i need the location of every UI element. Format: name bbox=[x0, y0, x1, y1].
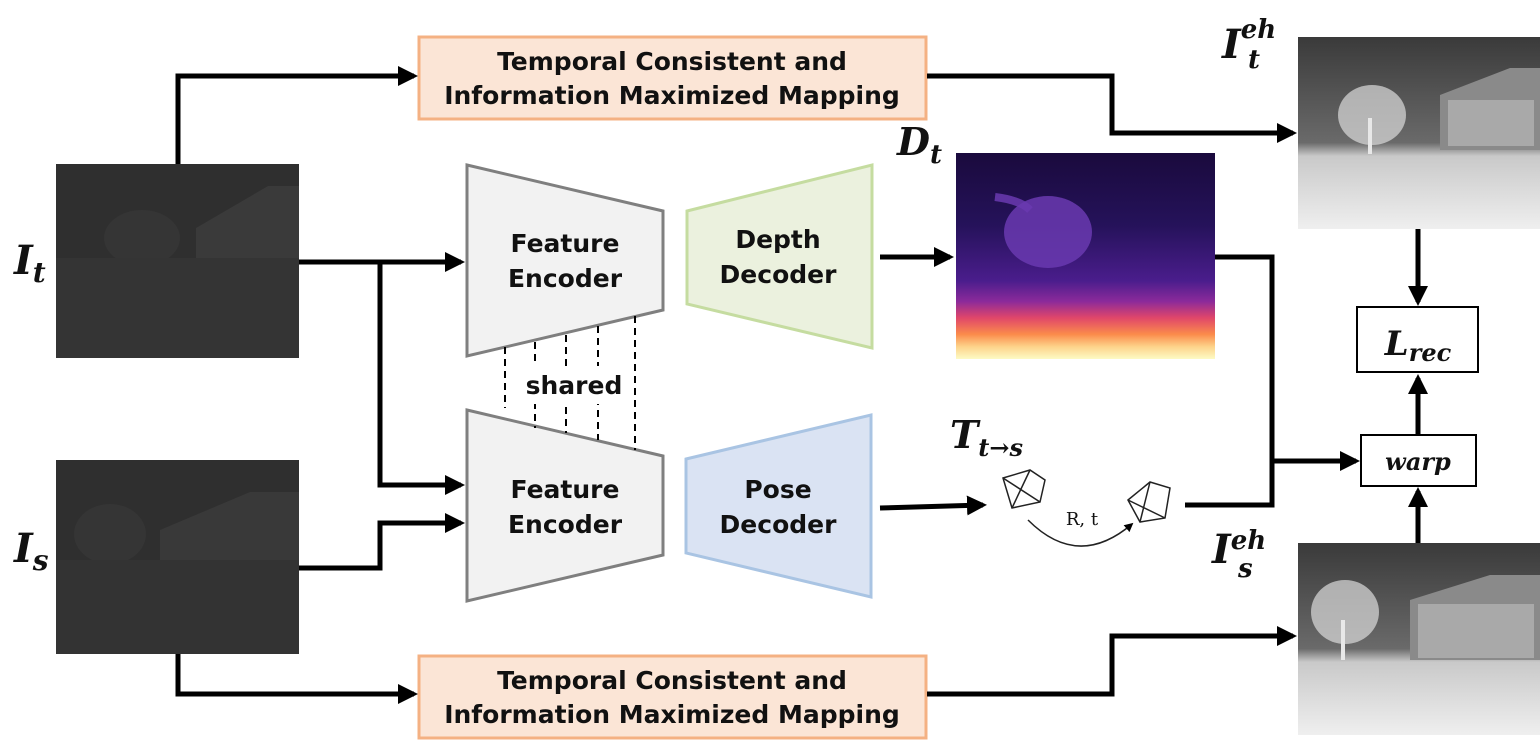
encoder-top-line1: Feature bbox=[511, 229, 620, 258]
loss-box bbox=[1356, 306, 1479, 373]
feature-encoder-top bbox=[465, 163, 665, 358]
label-iteh-sub: t bbox=[1248, 45, 1260, 75]
label-iteh-sup: eh bbox=[1241, 15, 1276, 45]
input-image-it bbox=[56, 164, 299, 358]
pose-decoder-line1: Pose bbox=[744, 475, 811, 504]
depth-decoder-line2: Decoder bbox=[720, 260, 838, 289]
mapping-top-line1: Temporal Consistent and bbox=[497, 47, 847, 76]
connectors bbox=[175, 66, 1428, 704]
output-image-iteh bbox=[1298, 37, 1540, 229]
label-iseh-sup: eh bbox=[1231, 526, 1266, 556]
warp-label: warp bbox=[1385, 447, 1451, 476]
label-tts: Tt→s bbox=[950, 412, 1023, 462]
camera-pose-glyph bbox=[1002, 469, 1171, 547]
label-is: Is bbox=[13, 525, 49, 577]
label-iteh-main: I bbox=[1221, 21, 1242, 68]
pose-decoder-line2: Decoder bbox=[720, 510, 838, 539]
input-image-is bbox=[56, 460, 299, 654]
label-is-sub: s bbox=[32, 544, 49, 577]
label-it-main: I bbox=[13, 237, 34, 284]
label-iseh-main: I bbox=[1211, 526, 1232, 573]
rt-label: R, t bbox=[1066, 509, 1099, 530]
encoder-top-line2: Encoder bbox=[508, 264, 623, 293]
label-dt-main: D bbox=[896, 119, 930, 164]
mapping-box-bottom bbox=[417, 654, 928, 740]
output-image-iseh bbox=[1298, 543, 1540, 735]
mapping-top-line2: Information Maximized Mapping bbox=[444, 81, 900, 110]
label-tts-sub: t→s bbox=[978, 433, 1023, 462]
pose-decoder bbox=[684, 413, 873, 599]
depth-decoder bbox=[685, 163, 874, 350]
label-it: It bbox=[13, 237, 46, 289]
mapping-bottom-line1: Temporal Consistent and bbox=[497, 666, 847, 695]
warp-box bbox=[1360, 434, 1477, 487]
loss-main: L bbox=[1384, 324, 1409, 364]
encoder-bottom-line2: Encoder bbox=[508, 510, 623, 539]
loss-label: Lrec bbox=[1384, 324, 1452, 367]
shared-label: shared bbox=[526, 371, 623, 400]
mapping-box-top bbox=[417, 35, 928, 121]
label-it-sub: t bbox=[33, 256, 46, 289]
loss-sub: rec bbox=[1409, 338, 1452, 367]
depth-decoder-line1: Depth bbox=[735, 225, 820, 254]
label-dt-sub: t bbox=[930, 140, 942, 170]
label-is-main: I bbox=[13, 525, 34, 572]
mapping-bottom-line2: Information Maximized Mapping bbox=[444, 700, 900, 729]
encoder-bottom-line1: Feature bbox=[511, 475, 620, 504]
feature-encoder-bottom bbox=[465, 408, 665, 603]
label-tts-main: T bbox=[950, 412, 981, 457]
label-iseh-sub: s bbox=[1237, 554, 1253, 584]
depth-map-image bbox=[956, 153, 1215, 359]
label-dt: Dt bbox=[896, 119, 942, 170]
